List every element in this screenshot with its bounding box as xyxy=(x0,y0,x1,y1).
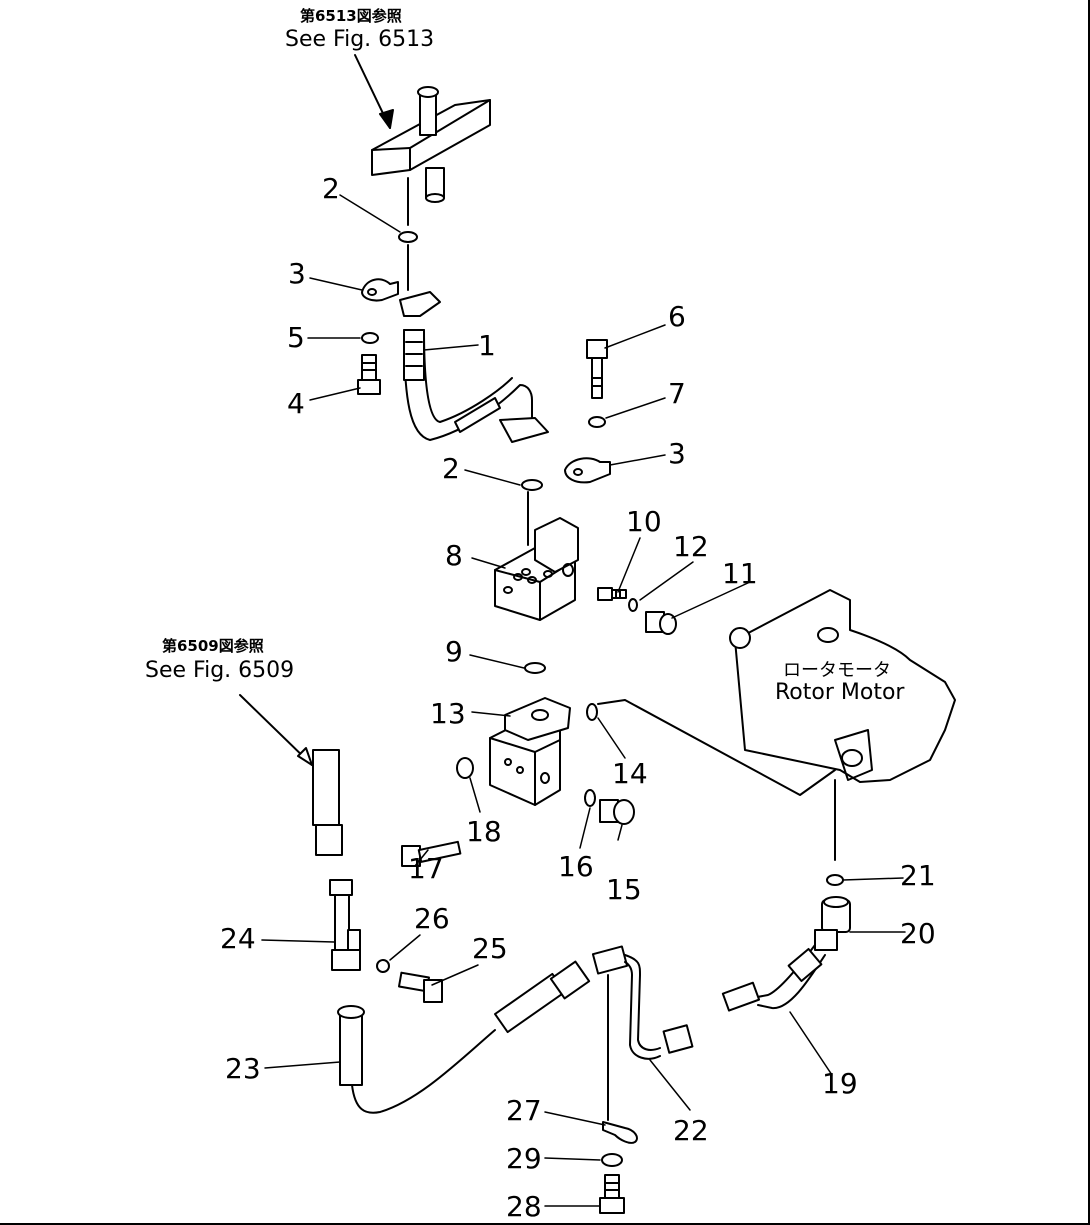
part-label-20: 20 xyxy=(900,917,936,950)
bolt-4 xyxy=(357,354,381,395)
washer-5 xyxy=(361,332,379,344)
fitting-24 xyxy=(329,879,361,971)
hose-23 xyxy=(337,960,591,1114)
part-label-17: 17 xyxy=(408,852,444,885)
hose-19 xyxy=(721,944,826,1012)
part-label-3b: 3 xyxy=(668,437,686,470)
split-flange-3-top xyxy=(361,278,399,302)
plug-11 xyxy=(645,611,677,635)
part-label-2: 2 xyxy=(322,172,340,205)
part-label-25: 25 xyxy=(472,932,508,965)
part-label-2b: 2 xyxy=(442,452,460,485)
reference-arrow-6513 xyxy=(354,54,394,129)
part-label-7: 7 xyxy=(668,377,686,410)
washer-18 xyxy=(456,757,474,779)
hose-1 xyxy=(399,291,549,443)
washer-26 xyxy=(376,959,390,973)
leader-lines xyxy=(261,194,906,1207)
rotor-motor-label-en: Rotor Motor xyxy=(775,680,905,705)
part-label-1: 1 xyxy=(478,329,496,362)
bolt-6 xyxy=(586,339,608,399)
reference-6509-en: See Fig. 6509 xyxy=(145,658,295,683)
rotor-motor-label-jp: ロータモータ xyxy=(783,660,891,681)
part-label-13: 13 xyxy=(430,697,466,730)
washer-7 xyxy=(588,416,606,428)
part-label-5: 5 xyxy=(287,321,305,354)
reference-6509-jp: 第6509図参照 xyxy=(162,637,264,655)
reference-arrow-6509 xyxy=(239,694,313,766)
part-label-12: 12 xyxy=(673,530,709,563)
part-label-26: 26 xyxy=(414,902,450,935)
washer-29 xyxy=(601,1153,623,1167)
part-label-16: 16 xyxy=(558,850,594,883)
valve-block-13 xyxy=(489,697,571,806)
part-label-10: 10 xyxy=(626,505,662,538)
upper-block xyxy=(371,86,491,226)
tube-22 xyxy=(591,945,694,1060)
plug-10 xyxy=(597,587,627,601)
part-label-3: 3 xyxy=(288,257,306,290)
pipe-6509 xyxy=(312,749,343,856)
rotor-motor xyxy=(729,589,956,861)
bolt-25 xyxy=(397,971,443,1003)
part-label-22: 22 xyxy=(673,1114,709,1147)
part-label-14: 14 xyxy=(612,757,648,790)
bolt-17 xyxy=(401,840,462,867)
part-label-27: 27 xyxy=(506,1094,542,1127)
part-label-4: 4 xyxy=(287,387,305,420)
reference-6513-en: See Fig. 6513 xyxy=(285,27,435,52)
part-label-8: 8 xyxy=(445,539,463,572)
part-label-28: 28 xyxy=(506,1190,542,1223)
o-ring-16 xyxy=(584,789,596,807)
part-label-18: 18 xyxy=(466,815,502,848)
o-ring-14 xyxy=(586,703,598,721)
part-label-15: 15 xyxy=(606,873,642,906)
o-ring-2-lower xyxy=(521,479,543,491)
reference-6513-jp: 第6513図参照 xyxy=(300,7,402,25)
o-ring-21 xyxy=(826,874,844,886)
elbow-20 xyxy=(814,896,851,951)
plug-15 xyxy=(599,799,635,825)
bolt-28 xyxy=(599,1174,625,1214)
o-ring-12 xyxy=(628,598,638,612)
o-ring-2-top xyxy=(398,231,418,243)
part-label-9: 9 xyxy=(445,635,463,668)
part-label-6: 6 xyxy=(668,300,686,333)
valve-block-8 xyxy=(494,517,579,621)
part-label-21: 21 xyxy=(900,859,936,892)
part-label-23: 23 xyxy=(225,1052,261,1085)
part-label-11: 11 xyxy=(722,557,758,590)
o-ring-9 xyxy=(524,662,546,674)
part-label-24: 24 xyxy=(220,922,256,955)
part-label-29: 29 xyxy=(506,1142,542,1175)
split-flange-3-lower xyxy=(564,457,611,484)
clamp-27 xyxy=(602,1121,638,1144)
part-label-19: 19 xyxy=(822,1067,858,1100)
